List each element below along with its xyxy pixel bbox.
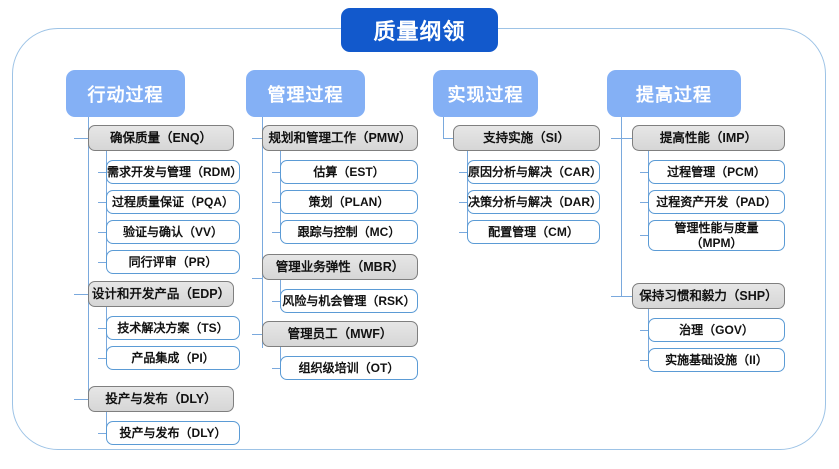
connector-leaf-c1g2-0 <box>272 368 282 369</box>
node-rdm[interactable]: 需求开发与管理（RDM） <box>106 160 242 184</box>
connector-spine-col3 <box>621 117 622 296</box>
connector-col3-g0 <box>611 138 633 139</box>
node-dly[interactable]: 投产与发布（DLY） <box>88 386 234 412</box>
node-dly-leaf[interactable]: 投产与发布（DLY） <box>106 421 240 445</box>
connector-col3-g1 <box>611 296 633 297</box>
node-mwf[interactable]: 管理员工（MWF） <box>262 321 418 347</box>
node-pi[interactable]: 产品集成（PI） <box>106 346 240 370</box>
connector-leaf-c3g0-1 <box>640 202 650 203</box>
node-rsk[interactable]: 风险与机会管理（RSK） <box>280 289 418 313</box>
connector-leaf-c1g0-0 <box>272 172 282 173</box>
connector-leaf-c0g0-0 <box>98 172 108 173</box>
connector-col2-g0 <box>443 138 454 139</box>
node-dar[interactable]: 决策分析与解决（DAR） <box>467 190 602 214</box>
root-title-node[interactable]: 质量纲领 <box>341 8 498 52</box>
connector-spine-col2 <box>443 117 444 138</box>
connector-leaf-c1g1-0 <box>272 301 282 302</box>
connector-col0-g1 <box>74 294 89 295</box>
column-header-0[interactable]: 行动过程 <box>66 70 185 117</box>
node-cm[interactable]: 配置管理（CM） <box>467 220 600 244</box>
node-imp[interactable]: 提高性能（IMP） <box>632 125 785 151</box>
node-est[interactable]: 估算（EST） <box>280 160 418 184</box>
connector-spine-col1 <box>262 117 263 348</box>
node-vv[interactable]: 验证与确认（VV） <box>106 220 240 244</box>
connector-leaf-c3g1-1 <box>640 360 650 361</box>
connector-leaf-c0g0-2 <box>98 232 108 233</box>
column-header-3[interactable]: 提高过程 <box>607 70 741 117</box>
connector-col1-g2 <box>252 334 263 335</box>
node-gov[interactable]: 治理（GOV） <box>648 318 785 342</box>
node-pmw[interactable]: 规划和管理工作（PMW） <box>262 125 418 151</box>
node-enq[interactable]: 确保质量（ENQ） <box>88 125 234 151</box>
column-header-2[interactable]: 实现过程 <box>433 70 538 117</box>
connector-leaf-c0g0-3 <box>98 262 108 263</box>
node-car[interactable]: 原因分析与解决（CAR） <box>467 160 602 184</box>
node-shp[interactable]: 保持习惯和毅力（SHP） <box>632 283 785 309</box>
node-pcm[interactable]: 过程管理（PCM） <box>648 160 785 184</box>
node-pad[interactable]: 过程资产开发（PAD） <box>648 190 785 214</box>
connector-leaf-c3g0-2 <box>640 235 650 236</box>
connector-spine-col0 <box>88 117 89 399</box>
connector-leaf-c0g2-0 <box>98 433 108 434</box>
connector-leaf-c3g0-0 <box>640 172 650 173</box>
connector-leaf-c2g0-1 <box>459 202 469 203</box>
connector-leaf-c0g0-1 <box>98 202 108 203</box>
node-mc[interactable]: 跟踪与控制（MC） <box>280 220 418 244</box>
connector-leaf-c0g1-1 <box>98 358 108 359</box>
connector-col0-g0 <box>74 138 89 139</box>
node-si[interactable]: 支持实施（SI） <box>453 125 600 151</box>
connector-leaf-c1g0-2 <box>272 232 282 233</box>
column-header-1[interactable]: 管理过程 <box>246 70 365 117</box>
node-mbr[interactable]: 管理业务弹性（MBR） <box>262 254 418 280</box>
connector-leaf-c2g0-0 <box>459 172 469 173</box>
node-ii[interactable]: 实施基础设施（II） <box>648 348 785 372</box>
connector-col1-g1 <box>252 278 263 279</box>
connector-leaf-c0g1-0 <box>98 328 108 329</box>
node-pqa[interactable]: 过程质量保证（PQA） <box>106 190 240 214</box>
node-ts[interactable]: 技术解决方案（TS） <box>106 316 240 340</box>
node-plan[interactable]: 策划（PLAN） <box>280 190 418 214</box>
node-pr[interactable]: 同行评审（PR） <box>106 250 240 274</box>
connector-col1-g0 <box>252 138 263 139</box>
node-mpm[interactable]: 管理性能与度量 （MPM） <box>648 220 785 251</box>
connector-leaf-c3g1-0 <box>640 330 650 331</box>
node-ot[interactable]: 组织级培训（OT） <box>280 356 418 380</box>
connector-leaf-c2g0-2 <box>459 232 469 233</box>
connector-leaf-c1g0-1 <box>272 202 282 203</box>
node-edp[interactable]: 设计和开发产品（EDP） <box>88 281 234 307</box>
connector-col0-g2 <box>74 399 89 400</box>
